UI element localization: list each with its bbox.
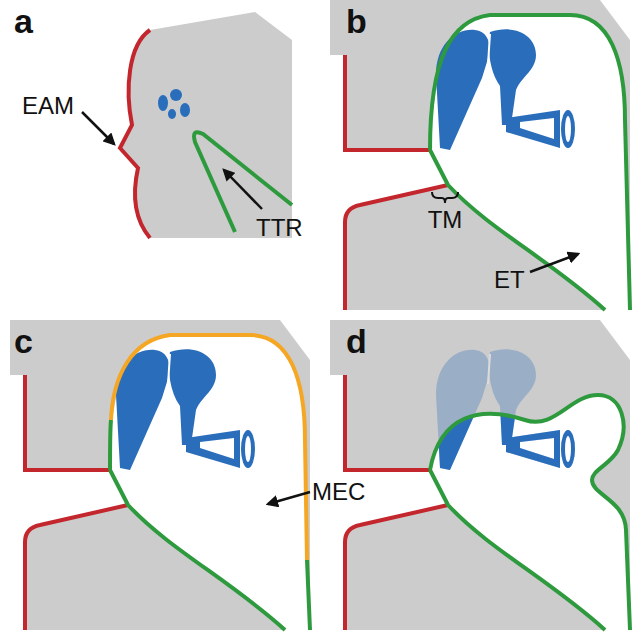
part-label: TM [428, 206, 463, 234]
part-label: TTR [256, 214, 303, 242]
panel-b-ear [330, 0, 630, 310]
panel-letter: d [346, 322, 367, 360]
leader-arrow [268, 492, 310, 504]
panel-letter: a [14, 2, 33, 40]
panel-d-ear [330, 320, 630, 630]
panel-c-ear [10, 320, 310, 630]
panel-a-embryo [82, 12, 292, 238]
leader-arrow [530, 254, 578, 272]
panel-letter: c [14, 322, 33, 360]
leader-arrow [82, 112, 114, 144]
panel-letter: b [346, 2, 367, 40]
part-label: EAM [22, 92, 74, 120]
bracket [432, 192, 458, 203]
part-label: ET [494, 266, 525, 294]
leader-arrow [224, 170, 262, 209]
part-label: MEC [312, 478, 365, 506]
